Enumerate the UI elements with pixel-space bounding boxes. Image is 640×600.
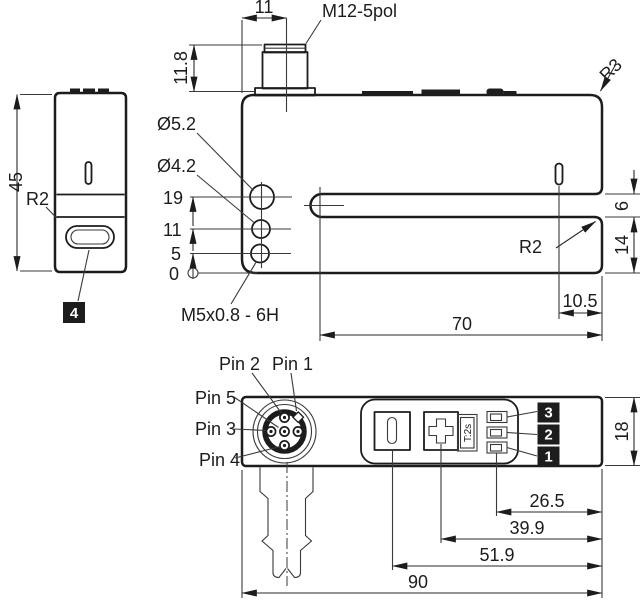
level-text-5: 5 bbox=[171, 244, 181, 264]
leader-line bbox=[230, 261, 257, 305]
connector-outer-ring bbox=[252, 399, 317, 464]
pin-1-label: Pin 1 bbox=[272, 354, 313, 374]
top-edge-tab bbox=[421, 89, 460, 96]
level-text-0: 0 bbox=[169, 264, 179, 284]
callout-badge-1 bbox=[537, 446, 560, 467]
radius-label-r2-side: R2 bbox=[26, 189, 49, 209]
side-view-mount-tab bbox=[98, 88, 109, 94]
side-view-led-window bbox=[84, 161, 93, 185]
bottom-view: Pin 2 Pin 1 Pin 5 Pin 3 Pin 4 T:2s bbox=[195, 354, 640, 598]
minus-button-glyph bbox=[386, 416, 398, 445]
bottom-view-body bbox=[240, 395, 604, 468]
top-edge-tab bbox=[503, 91, 517, 96]
pin-5-label: Pin 5 bbox=[195, 388, 236, 408]
radius-label-r2-front: R2 bbox=[519, 237, 542, 257]
leader-line-led3 bbox=[506, 410, 538, 418]
dim-text-10-5: 10.5 bbox=[562, 291, 597, 311]
front-view: 19 11 5 0 Ø5.2 Ø4.2 M5x0.8 - 6H 11 M12-5… bbox=[157, 0, 640, 341]
m12-connector-body bbox=[261, 51, 309, 90]
plus-button-glyph bbox=[428, 418, 454, 444]
dim-text-18: 18 bbox=[612, 421, 632, 441]
mating-plug-outline-right bbox=[287, 467, 314, 579]
led-3-inner bbox=[489, 413, 503, 422]
dim-text-70: 70 bbox=[452, 314, 472, 334]
side-view-slot-opening-inner bbox=[70, 229, 110, 245]
dim-text-11: 11 bbox=[255, 0, 274, 17]
leader-line-pin5 bbox=[233, 396, 279, 428]
dim-text-26-5: 26.5 bbox=[529, 491, 564, 511]
leader-line-r3 bbox=[600, 63, 617, 92]
leader-line-pin3 bbox=[233, 428, 267, 432]
dim-text-6: 6 bbox=[612, 201, 632, 211]
pin-3-label: Pin 3 bbox=[195, 419, 236, 439]
side-view: 45 R2 4 bbox=[6, 88, 128, 323]
radius-label-r3: R3 bbox=[596, 55, 626, 85]
teach-time-tag bbox=[456, 413, 478, 452]
leader-line-pin4 bbox=[234, 445, 281, 459]
thread-label: M5x0.8 - 6H bbox=[181, 305, 279, 325]
level-text-19: 19 bbox=[163, 188, 183, 208]
callout-badge-3 bbox=[537, 402, 560, 423]
top-edge-tab bbox=[362, 91, 413, 96]
callout-badge-4-text: 4 bbox=[70, 305, 79, 322]
dim-text-14: 14 bbox=[612, 235, 632, 255]
connector-label: M12-5pol bbox=[322, 1, 397, 21]
dim-text-51-9: 51.9 bbox=[479, 545, 514, 565]
leader-line bbox=[45, 206, 57, 219]
leader-line bbox=[196, 132, 254, 191]
teach-time-label: T:2s bbox=[463, 424, 474, 442]
level-text-11: 11 bbox=[163, 220, 182, 240]
side-view-body bbox=[53, 91, 128, 274]
top-edge-tab bbox=[486, 88, 504, 96]
teach-time-tag-inner bbox=[459, 416, 475, 449]
control-panel bbox=[360, 398, 519, 465]
callout-badge-1-text: 1 bbox=[544, 449, 552, 466]
dim-text-90: 90 bbox=[408, 572, 428, 592]
front-view-led-window bbox=[554, 162, 564, 186]
leader-line bbox=[305, 19, 322, 44]
connector-keyway bbox=[292, 410, 305, 424]
connector-pins bbox=[265, 412, 304, 451]
led-2-inner bbox=[489, 428, 503, 437]
connector-pin-dots bbox=[269, 415, 300, 448]
callout-badge-4 bbox=[63, 302, 85, 323]
callout-badge-3-text: 3 bbox=[544, 405, 552, 422]
led-1-inner bbox=[489, 443, 503, 452]
front-view-body bbox=[240, 93, 604, 275]
mating-plug-outline-left bbox=[259, 467, 287, 579]
hole-large-dia-label: Ø5.2 bbox=[157, 114, 196, 134]
leader-line-led2 bbox=[506, 431, 538, 436]
connector-mid-ring bbox=[256, 403, 313, 460]
side-view-mount-tab bbox=[83, 88, 95, 94]
dim-text-39-9: 39.9 bbox=[509, 518, 544, 538]
side-view-slot-opening-outer bbox=[65, 225, 115, 249]
pin-2-label: Pin 2 bbox=[219, 354, 260, 374]
dim-text-45: 45 bbox=[6, 172, 26, 192]
hole-small-dia-label: Ø4.2 bbox=[157, 156, 196, 176]
pin-4-label: Pin 4 bbox=[199, 450, 240, 470]
dim-text-11-8: 11.8 bbox=[171, 51, 191, 85]
callout-badge-2-text: 2 bbox=[544, 427, 552, 444]
side-view-mount-tab bbox=[70, 88, 80, 94]
leader-line bbox=[77, 249, 90, 302]
leader-line-r2 bbox=[555, 221, 596, 249]
callout-badge-2 bbox=[537, 424, 560, 445]
leader-line-pin2 bbox=[251, 372, 282, 413]
leader-line-pin1 bbox=[290, 372, 298, 412]
leader-line-led1 bbox=[506, 446, 538, 457]
leader-line bbox=[196, 174, 255, 223]
led-indicators bbox=[486, 410, 508, 454]
